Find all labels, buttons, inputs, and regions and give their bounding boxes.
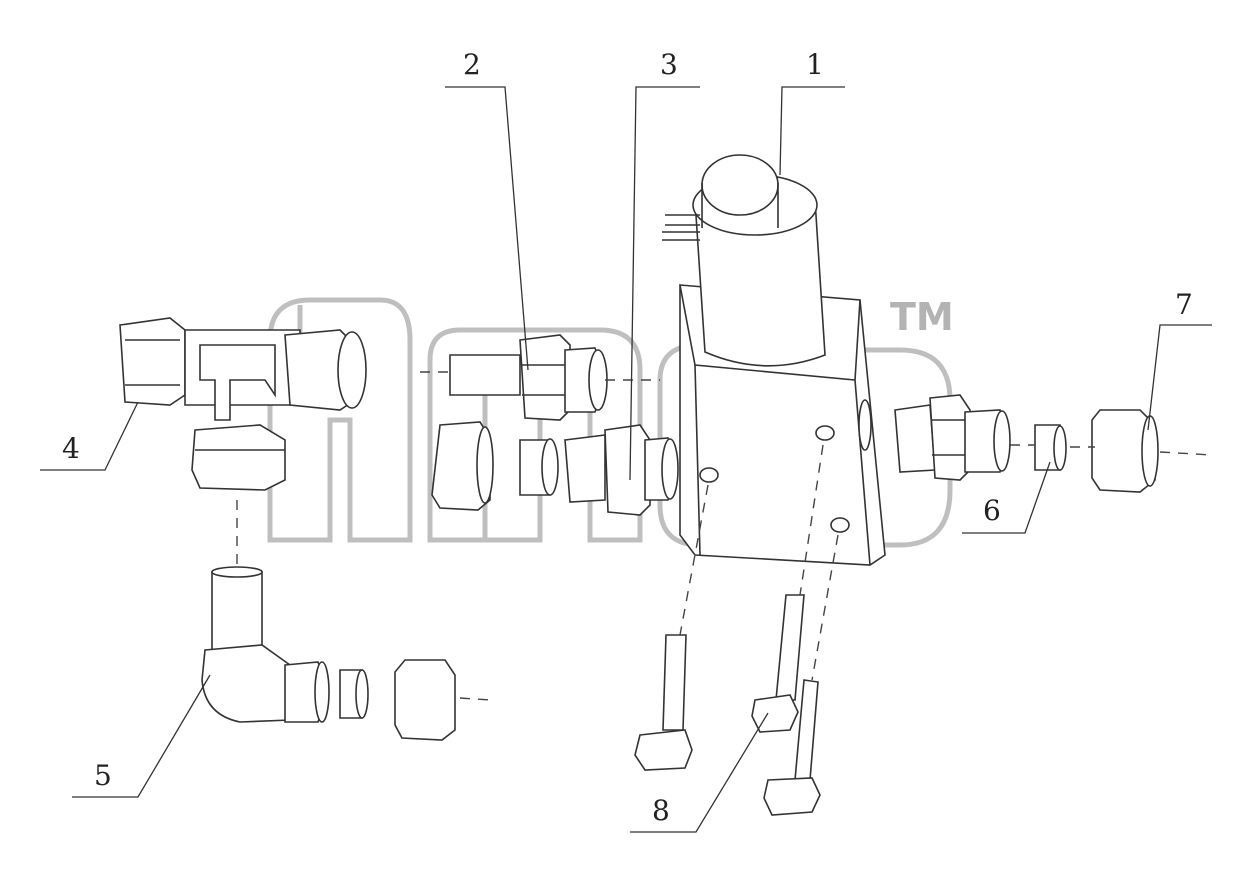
callout-3: 3 [660, 48, 678, 81]
union-fitting-row [431, 421, 679, 516]
right-fitting-row [894, 394, 1159, 493]
leader-lines [40, 86, 1212, 833]
assembly-axis-lines [236, 371, 1213, 701]
callout-labels: 1 2 3 4 5 6 7 8 [62, 48, 1193, 827]
valve-block-assembly [662, 154, 886, 566]
callout-1: 1 [806, 48, 824, 81]
tee-fitting-assembly [119, 317, 367, 491]
callout-7: 7 [1175, 288, 1193, 321]
callout-2: 2 [463, 48, 481, 81]
straight-adapter [449, 334, 608, 421]
callout-8: 8 [652, 794, 670, 827]
mounting-bolts [634, 594, 821, 816]
callout-4: 4 [62, 432, 80, 465]
callout-5: 5 [94, 759, 112, 792]
elbow-fitting-assembly [201, 566, 456, 741]
callout-6: 6 [983, 494, 1001, 527]
watermark-tm: TM [890, 295, 954, 339]
